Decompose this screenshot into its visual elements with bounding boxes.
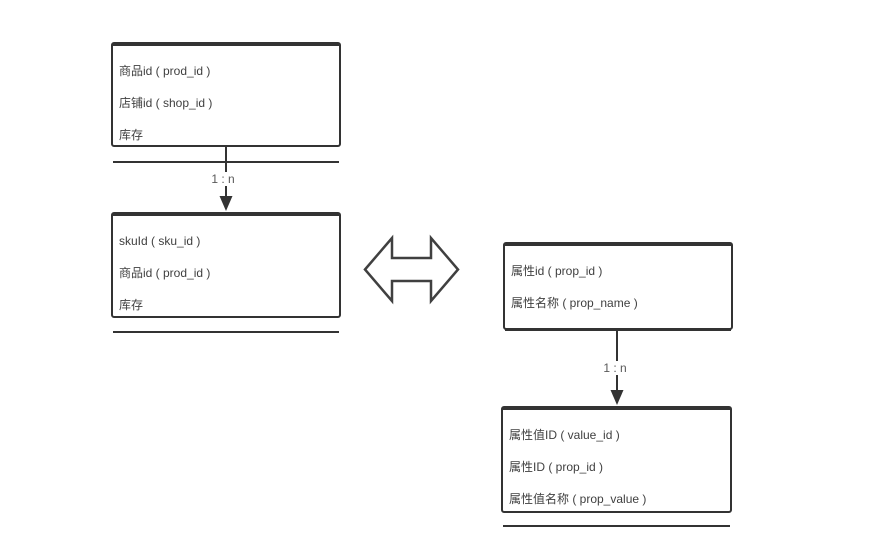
entity-field: 属性名称 ( prop_name ) [511, 296, 638, 310]
entity-field: 商品id ( prod_id ) [119, 266, 211, 280]
entity-field: 属性值ID ( value_id ) [509, 428, 620, 442]
entity-title-prod-prop: 规格属性 ( tz_prod_prop ) [505, 244, 731, 246]
entity-fields-sku: skuId ( sku_id ) 商品id ( prod_id ) 库存 [113, 216, 339, 333]
entity-field: skuId ( sku_id ) [119, 234, 201, 248]
entity-table-sku: sku ( tz_sku ) skuId ( sku_id ) 商品id ( p… [111, 212, 341, 333]
entity-field: 库存 [119, 128, 144, 142]
entity-field: 店铺id ( shop_id ) [119, 96, 213, 110]
entity-fields-prop-value: 属性值ID ( value_id ) 属性ID ( prop_id ) 属性值名… [503, 410, 730, 527]
entity-table-prod: 商品 ( tz_prod ) 商品id ( prod_id ) 店铺id ( s… [111, 42, 341, 163]
entity-title-prod: 商品 ( tz_prod ) [113, 44, 339, 46]
entity-table-prod-prop: 规格属性 ( tz_prod_prop ) 属性id ( prop_id ) 属… [503, 242, 733, 331]
entity-fields-prod: 商品id ( prod_id ) 店铺id ( shop_id ) 库存 [113, 46, 339, 163]
double-arrow-icon [363, 234, 460, 305]
entity-title-sku: sku ( tz_sku ) [113, 214, 339, 216]
relation-cardinality-label: 1 : n [208, 172, 238, 186]
entity-field: 属性id ( prop_id ) [511, 264, 603, 278]
entity-field: 属性ID ( prop_id ) [509, 460, 604, 474]
entity-field: 库存 [119, 298, 144, 312]
entity-title-prop-value: 属性值 ( tz_prod_prop_value ) [503, 408, 730, 410]
entity-table-prop-value: 属性值 ( tz_prod_prop_value ) 属性值ID ( value… [501, 406, 732, 527]
entity-field: 商品id ( prod_id ) [119, 64, 211, 78]
entity-fields-prod-prop: 属性id ( prop_id ) 属性名称 ( prop_name ) [505, 246, 731, 331]
relation-cardinality-label: 1 : n [600, 361, 630, 375]
entity-field: 属性值名称 ( prop_value ) [509, 492, 647, 506]
